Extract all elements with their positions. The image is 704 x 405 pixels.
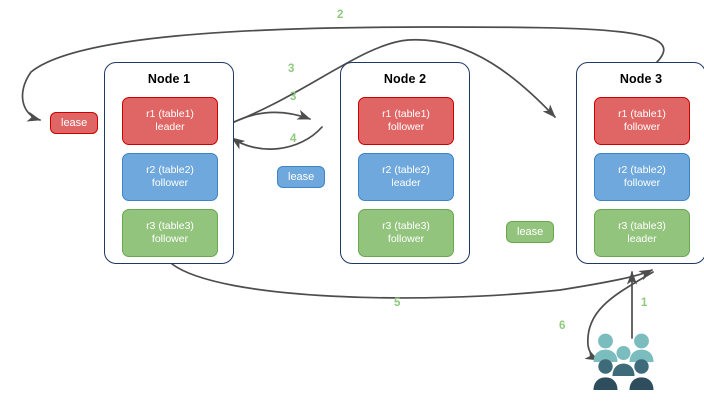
replica-name: r3 (table3) [382, 219, 430, 232]
users-front-row-bodies [593, 377, 654, 390]
replica-name: r3 (table3) [618, 219, 666, 232]
replica-name: r3 (table3) [146, 219, 194, 232]
edge-4-node2-to-node1 [231, 126, 323, 150]
node-title-3: Node 3 [619, 72, 663, 86]
replica-node3-r3[interactable]: r3 (table3) leader [594, 209, 690, 257]
replica-role: leader [391, 177, 421, 189]
replica-role: follower [387, 121, 425, 133]
node-card-3[interactable]: Node 3 r1 (table1) follower r2 (table2) … [576, 62, 704, 264]
replica-name: r2 (table2) [382, 163, 430, 176]
replica-name: r1 (table1) [618, 107, 666, 120]
lease-chip-green[interactable]: lease [506, 221, 555, 243]
replica-node1-r1[interactable]: r1 (table1) leader [122, 97, 218, 145]
replica-name: r1 (table1) [382, 107, 430, 120]
step-label-5: 5 [394, 297, 401, 309]
step-label-6: 6 [559, 320, 566, 332]
replica-role: leader [627, 233, 657, 245]
replica-node1-r3[interactable]: r3 (table3) follower [122, 209, 218, 257]
replica-role: follower [151, 233, 189, 245]
users-front-row [598, 359, 649, 374]
step-label-2: 2 [337, 9, 344, 21]
replica-role: follower [387, 233, 425, 245]
replica-name: r1 (table1) [146, 107, 194, 120]
replica-role: follower [623, 177, 661, 189]
step-label-3-upper: 3 [288, 63, 295, 75]
replica-node3-r1[interactable]: r1 (table1) follower [594, 97, 690, 145]
edge-5-node1-to-node3 [171, 263, 653, 299]
replica-name: r2 (table2) [618, 163, 666, 176]
replica-node2-r1[interactable]: r1 (table1) follower [358, 97, 454, 145]
replica-node3-r2[interactable]: r2 (table2) follower [594, 153, 690, 201]
replica-node2-r2[interactable]: r2 (table2) leader [358, 153, 454, 201]
node-title-2: Node 2 [383, 72, 427, 86]
node-card-2[interactable]: Node 2 r1 (table1) follower r2 (table2) … [340, 62, 470, 264]
users-icon-svg [593, 333, 654, 390]
step-label-1: 1 [641, 297, 648, 309]
lease-chip-red[interactable]: lease [50, 112, 99, 134]
replica-role: follower [151, 177, 189, 189]
step-label-4: 4 [290, 133, 297, 145]
step-label-3-lower: 3 [290, 91, 297, 103]
users-center-front [612, 363, 635, 376]
lease-chip-blue[interactable]: lease [277, 166, 326, 188]
replica-role: leader [155, 121, 185, 133]
users-center-back [616, 346, 631, 360]
node-card-1[interactable]: Node 1 r1 (table1) leader r2 (table2) fo… [104, 62, 234, 264]
replica-name: r2 (table2) [146, 163, 194, 176]
replica-node2-r3[interactable]: r3 (table3) follower [358, 209, 454, 257]
node-title-1: Node 1 [147, 72, 191, 86]
replica-role: follower [623, 121, 661, 133]
users-icon [592, 332, 662, 394]
replica-node1-r2[interactable]: r2 (table2) follower [122, 153, 218, 201]
